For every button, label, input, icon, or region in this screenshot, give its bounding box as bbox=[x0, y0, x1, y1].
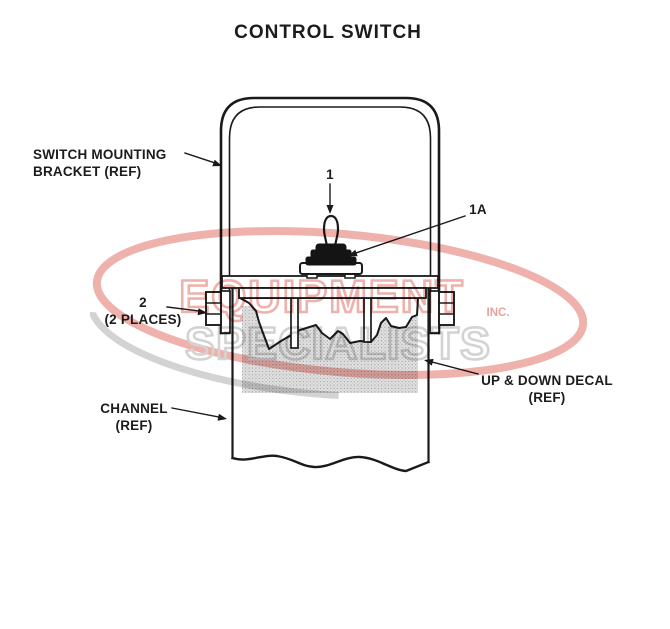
watermark-ellipse-red bbox=[92, 227, 588, 379]
callout-item-2: 2 (2 PLACES) bbox=[104, 295, 182, 328]
line-art bbox=[166, 96, 479, 473]
decal-torn-paper bbox=[239, 297, 419, 350]
callout-switch-mounting-bracket: SWITCH MOUNTING BRACKET (REF) bbox=[33, 147, 167, 180]
bolt-left bbox=[205, 290, 231, 334]
leader-1a bbox=[355, 215, 466, 254]
arrowheads bbox=[197, 159, 434, 421]
watermark-text-equipment: EQUIPMENT bbox=[179, 271, 465, 322]
decal-plate bbox=[238, 287, 427, 299]
page-title: CONTROL SWITCH bbox=[234, 22, 422, 43]
leader-2 bbox=[166, 306, 200, 312]
toggle-switch bbox=[299, 214, 363, 279]
leader-bracket bbox=[184, 152, 216, 164]
callout-channel: CHANNEL (REF) bbox=[100, 401, 168, 434]
leader-channel bbox=[171, 407, 220, 418]
callout-item-1a: 1A bbox=[469, 202, 487, 217]
channel-break-line bbox=[230, 454, 431, 473]
watermark: EQUIPMENT SPECIALISTS INC. bbox=[87, 227, 588, 400]
callout-up-down-decal: UP & DOWN DECAL (REF) bbox=[481, 373, 613, 406]
callout-item-1: 1 bbox=[326, 167, 334, 182]
watermark-ellipse-gray bbox=[87, 311, 345, 400]
watermark-text-inc: INC. bbox=[487, 307, 510, 319]
switch-boot bbox=[305, 243, 357, 266]
bolt-right bbox=[429, 290, 455, 334]
watermark-text-specialists: SPECIALISTS bbox=[185, 318, 491, 369]
leader-lines bbox=[166, 152, 479, 418]
